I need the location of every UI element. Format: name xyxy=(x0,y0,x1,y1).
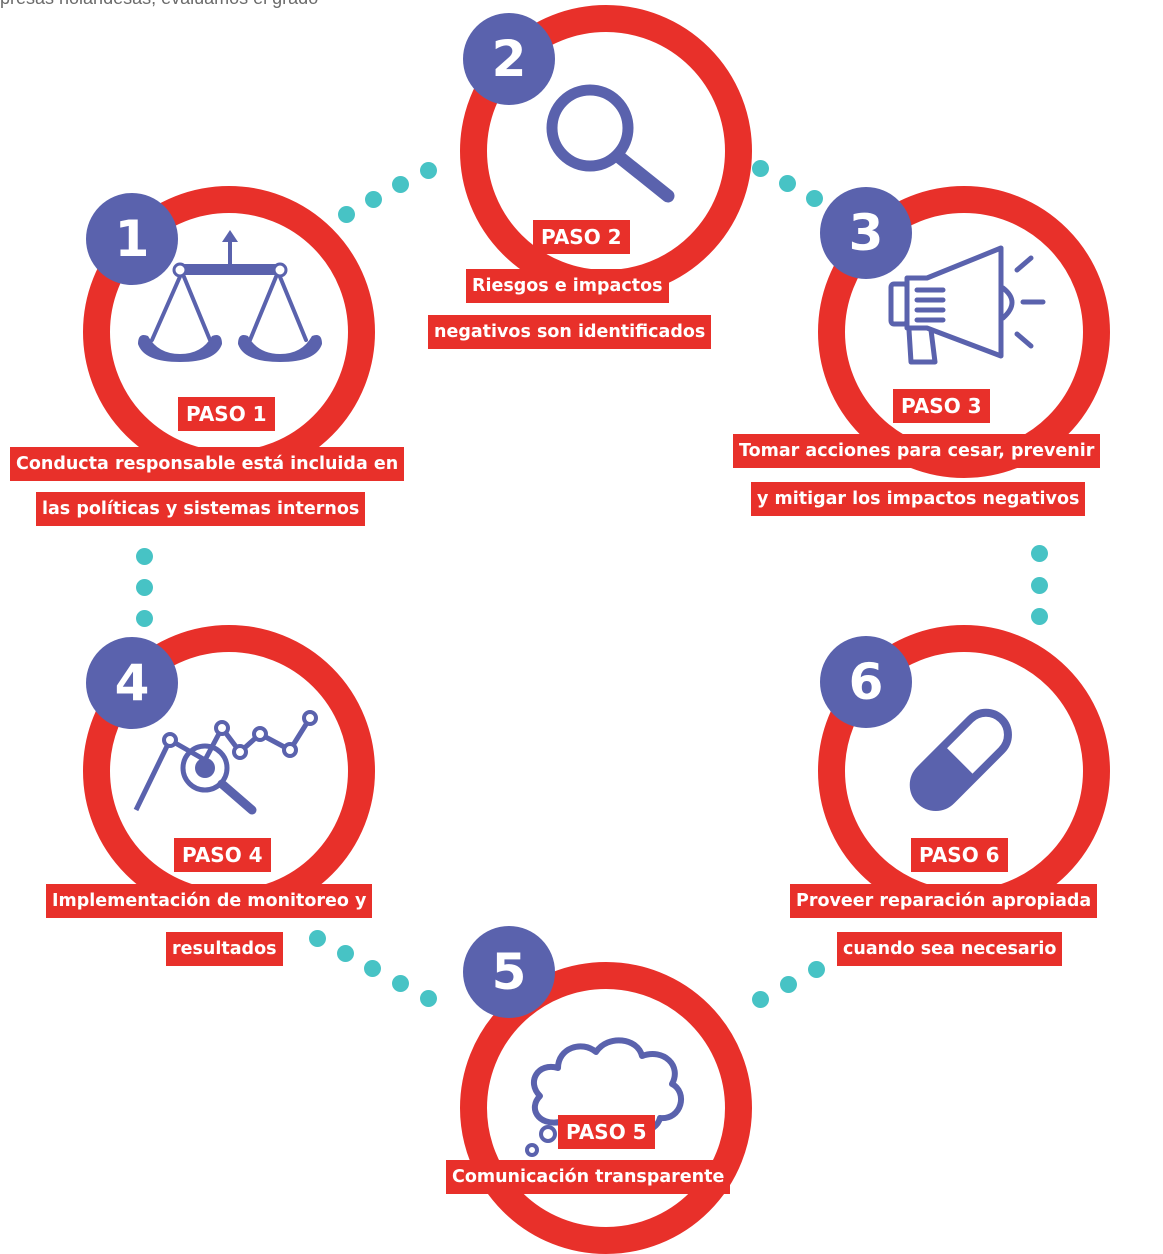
dot xyxy=(338,206,355,223)
step-title: PASO 4 xyxy=(174,838,271,872)
step-number-badge: 1 xyxy=(86,193,178,285)
dot xyxy=(779,175,796,192)
step-description-line2: las políticas y sistemas internos xyxy=(36,492,366,526)
dot xyxy=(309,930,326,947)
magnifier-icon xyxy=(546,84,675,203)
step-title: PASO 3 xyxy=(893,389,990,423)
step-number-badge: 6 xyxy=(820,636,912,728)
dot xyxy=(1031,577,1048,594)
step-number-badge: 2 xyxy=(463,13,555,105)
dot xyxy=(808,961,825,978)
step-description-line1: Implementación de monitoreo y xyxy=(46,884,373,918)
dot xyxy=(337,945,354,962)
dot xyxy=(136,610,153,627)
megaphone-icon xyxy=(888,245,1046,365)
step-description-line1: Conducta responsable está incluida en xyxy=(10,447,405,481)
step-title: PASO 1 xyxy=(178,397,275,431)
step-description-line2: y mitigar los impactos negativos xyxy=(751,482,1086,516)
dot xyxy=(420,162,437,179)
due-diligence-cycle-diagram: presas holandesas, evaluamos el grado xyxy=(0,0,1110,1254)
dot xyxy=(392,975,409,992)
step-description-line1: Tomar acciones para cesar, prevenir xyxy=(733,434,1101,468)
scales-icon xyxy=(138,230,322,362)
dot xyxy=(364,960,381,977)
dot xyxy=(1031,545,1048,562)
dot xyxy=(420,990,437,1007)
chart-search-icon xyxy=(133,710,318,815)
step-number-badge: 4 xyxy=(86,637,178,729)
dot xyxy=(136,579,153,596)
step-description-line2: resultados xyxy=(166,932,283,966)
intro-text: presas holandesas, evaluamos el grado xyxy=(0,0,318,9)
dot xyxy=(365,191,382,208)
step-description-line1: Proveer reparación apropiada xyxy=(790,884,1098,918)
dot xyxy=(752,160,769,177)
step-description-line2: negativos son identificados xyxy=(428,315,712,349)
dot xyxy=(752,991,769,1008)
dot xyxy=(806,190,823,207)
dot xyxy=(392,176,409,193)
dot xyxy=(1031,608,1048,625)
step-description-line1: Comunicación transparente xyxy=(446,1160,731,1194)
step-title: PASO 6 xyxy=(911,838,1008,872)
step-title: PASO 2 xyxy=(533,220,630,254)
capsule-icon xyxy=(909,708,1012,811)
step-number-badge: 5 xyxy=(463,926,555,1018)
step-title: PASO 5 xyxy=(558,1115,655,1149)
dot xyxy=(780,976,797,993)
step-number-badge: 3 xyxy=(820,187,912,279)
step-description-line1: Riesgos e impactos xyxy=(466,269,669,303)
dot xyxy=(136,548,153,565)
step-description-line2: cuando sea necesario xyxy=(837,932,1063,966)
